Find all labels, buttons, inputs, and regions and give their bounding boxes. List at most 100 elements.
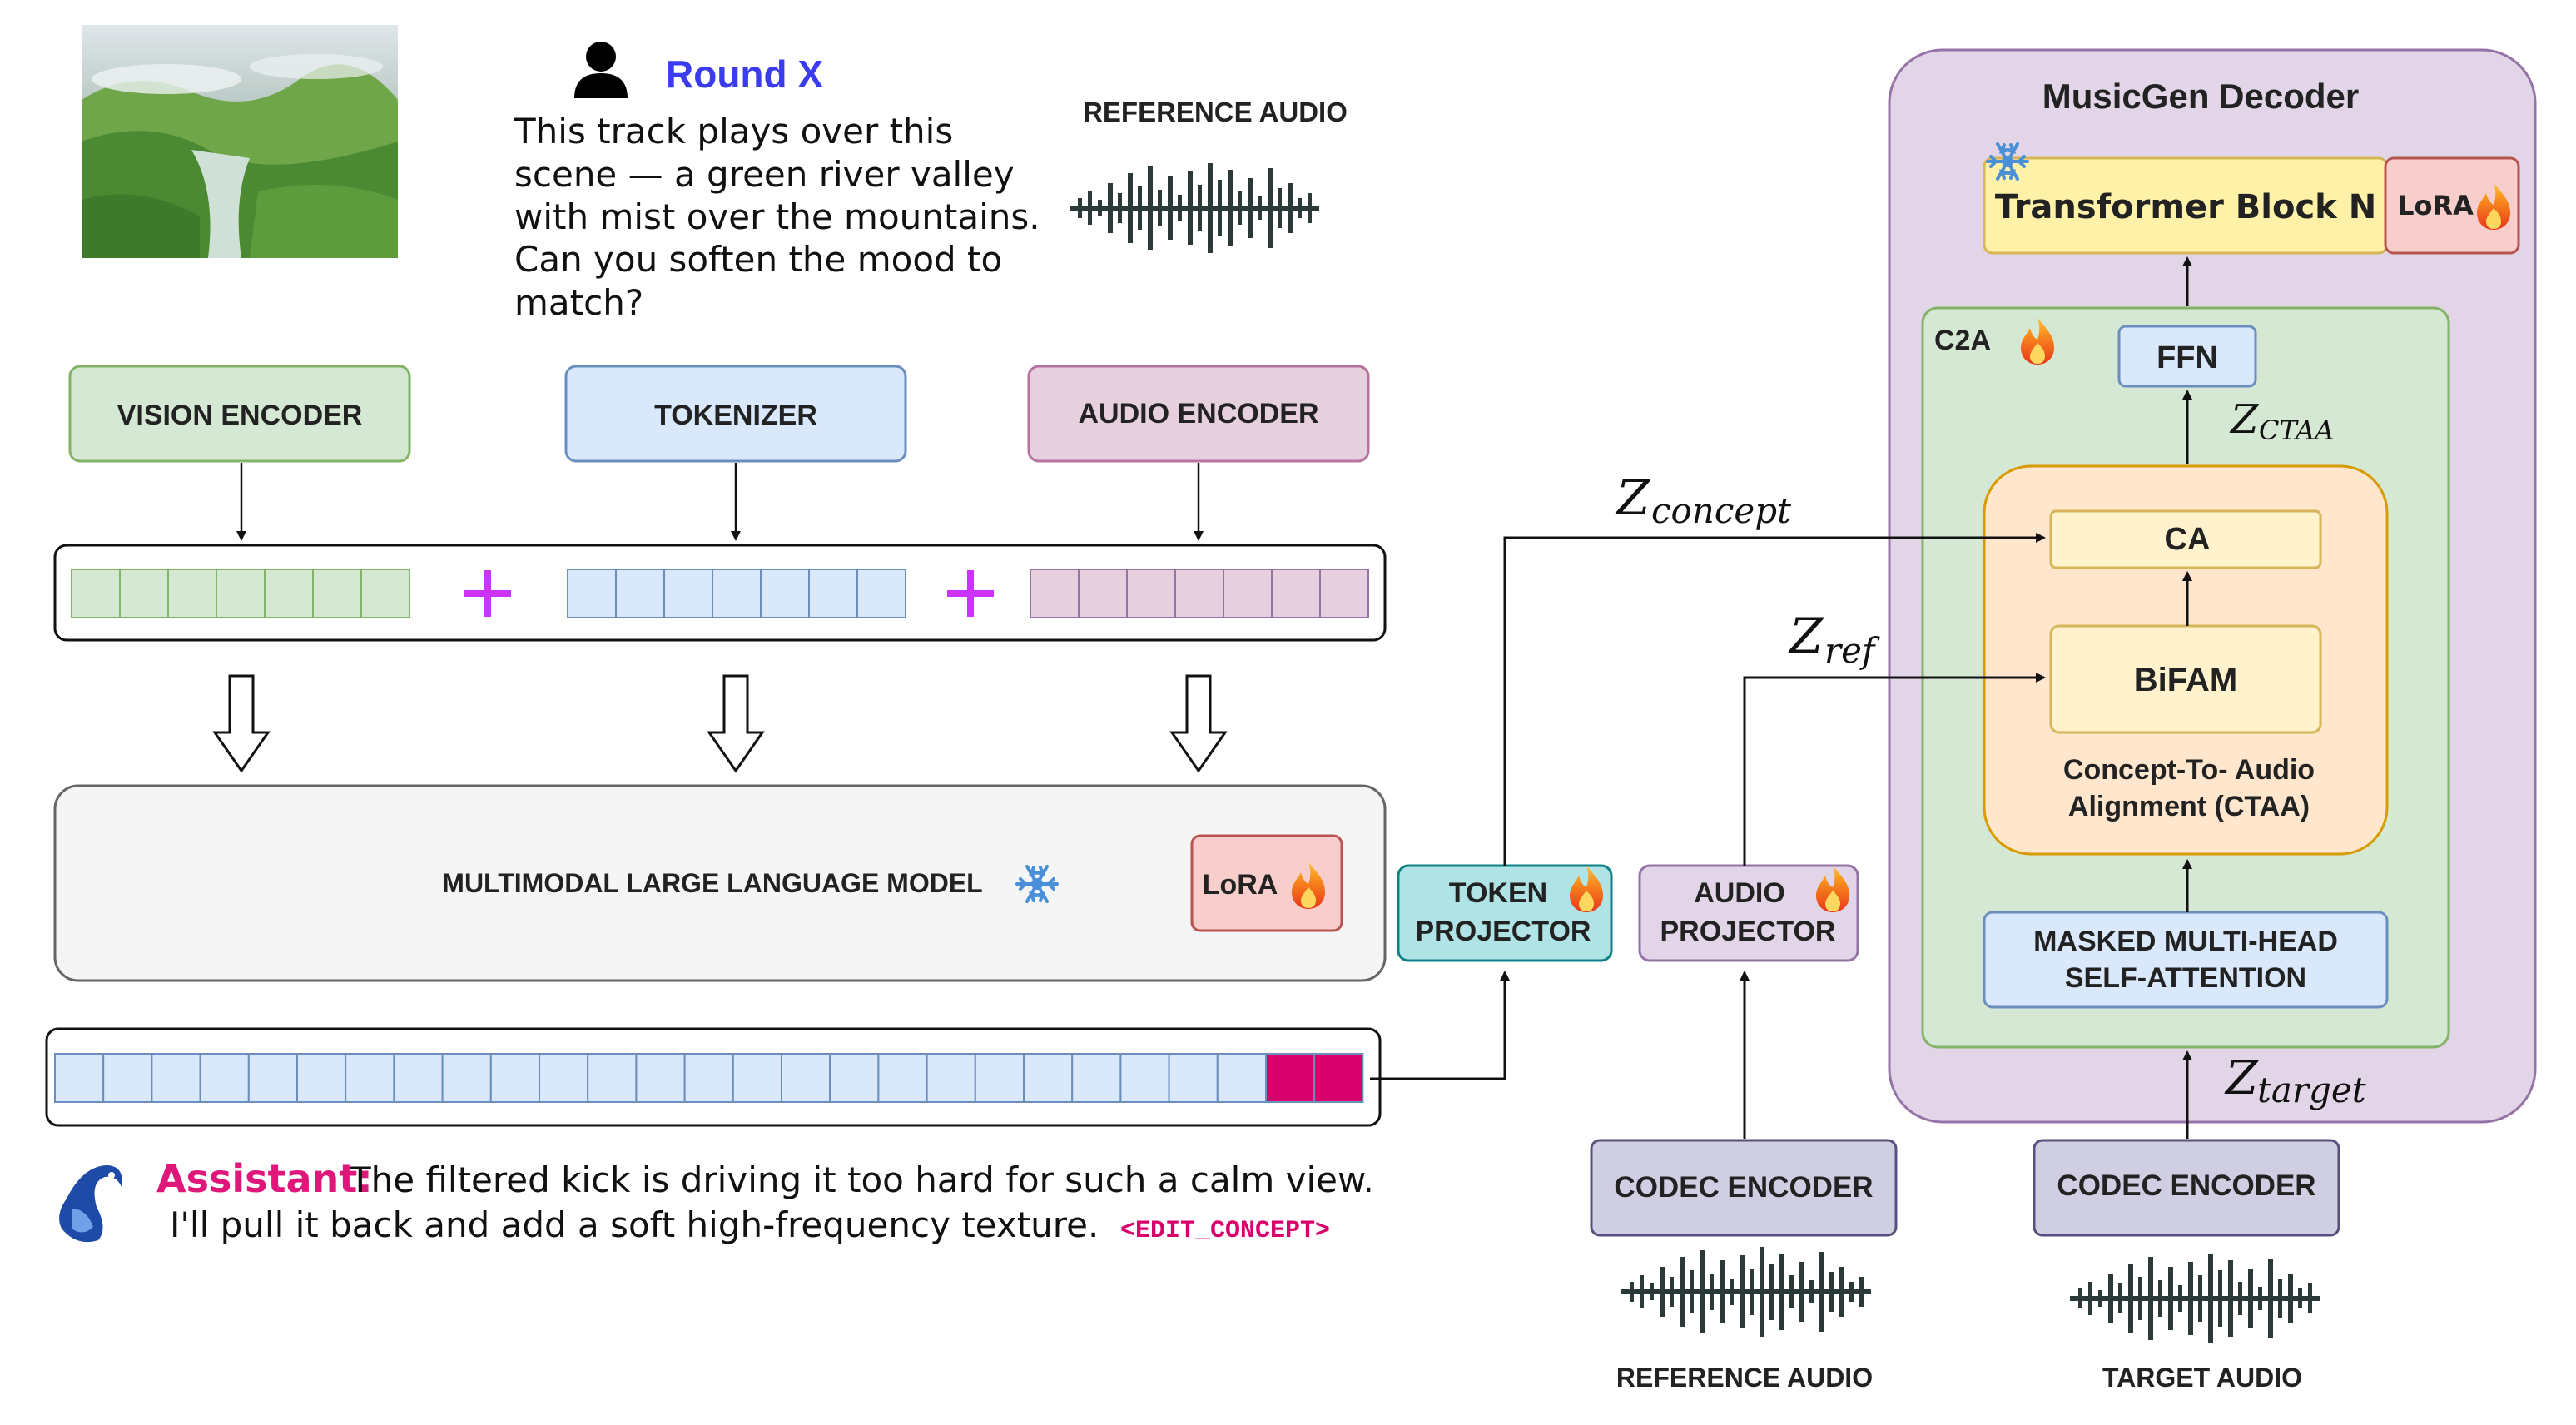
token-cell <box>264 569 314 618</box>
token-cell <box>587 1053 638 1103</box>
token-cell <box>102 1053 153 1103</box>
ctaa-label: Concept-To- Audio <box>2063 754 2315 786</box>
token-cell <box>1119 1053 1170 1103</box>
transformer-block-label: Transformer Block N <box>1995 188 2376 226</box>
bifam-block <box>2049 624 2322 734</box>
ca-block <box>2049 509 2322 569</box>
token-cell <box>712 569 762 618</box>
user-prompt-text: This track plays over this scene — a gre… <box>514 111 1040 323</box>
token-cell <box>296 1053 347 1103</box>
token-cell <box>663 569 713 618</box>
token-projector-label: TOKEN <box>1449 877 1547 909</box>
user-prompt-line: match? <box>514 282 643 323</box>
bifam-label: BiFAM <box>2134 662 2237 698</box>
token-cell <box>119 569 169 618</box>
audio-encoder-label: AUDIO ENCODER <box>1078 398 1318 429</box>
masked-mhsa-label: MASKED MULTI-HEAD <box>2033 926 2338 957</box>
hollow-down-arrow <box>1169 674 1228 773</box>
reference-audio-waveform <box>1070 163 1319 253</box>
token-cell <box>489 1053 540 1103</box>
masked-mhsa-label: SELF-ATTENTION <box>2065 962 2306 994</box>
vision-encoder-label: VISION ENCODER <box>117 400 363 431</box>
mllm-lora-label: LoRA <box>1203 869 1278 901</box>
decoder-title: MusicGen Decoder <box>2042 77 2359 116</box>
token-cell <box>151 1053 201 1103</box>
token-projector-label: PROJECTOR <box>1416 916 1591 947</box>
user-prompt-line: scene — a green river valley <box>514 154 1015 195</box>
user-prompt-line: This track plays over this <box>514 111 953 151</box>
token-cell <box>167 569 217 618</box>
audio-projector-label: PROJECTOR <box>1660 916 1836 947</box>
token-cell <box>1126 569 1176 618</box>
user-avatar-icon <box>574 42 628 98</box>
audio-projector-label: AUDIO <box>1694 877 1785 909</box>
scene-image <box>82 25 398 259</box>
round-label: Round X <box>666 52 823 96</box>
text-token-cells <box>567 569 906 618</box>
token-cell <box>1174 569 1224 618</box>
z-concept-label: Z concept <box>1615 469 1791 531</box>
audio-token-cells <box>1030 569 1369 618</box>
token-cell <box>54 1053 105 1103</box>
z-ref-sub: ref <box>1824 630 1880 671</box>
token-cell <box>199 1053 250 1103</box>
token-cell <box>539 1053 589 1103</box>
special-token-cell <box>1265 1053 1316 1103</box>
assistant-swan-icon <box>59 1165 122 1243</box>
assistant-label: Assistant: <box>156 1156 373 1201</box>
token-cell <box>974 1053 1025 1103</box>
audio-encoder <box>1027 365 1370 463</box>
z-ref-label: Z ref <box>1788 608 1880 671</box>
output-token-cells <box>54 1053 1364 1103</box>
token-cell <box>1023 1053 1074 1103</box>
z-ref-base: Z <box>1788 608 1824 664</box>
token-cell <box>312 569 362 618</box>
plus-icon <box>464 570 511 617</box>
z-concept-base: Z <box>1615 469 1651 526</box>
z-target-base: Z <box>2224 1051 2259 1105</box>
token-cell <box>808 569 858 618</box>
mllm-label: MULTIMODAL LARGE LANGUAGE MODEL <box>442 868 982 898</box>
token-cell <box>1030 569 1080 618</box>
token-cell <box>781 1053 831 1103</box>
hollow-down-arrow <box>707 674 765 773</box>
user-prompt-line: Can you soften the mood to <box>514 239 1002 280</box>
plus-icon <box>947 570 994 617</box>
reference-audio-top-label: REFERENCE AUDIO <box>1083 97 1348 127</box>
token-cell <box>1319 569 1369 618</box>
tokenizer-label: TOKENIZER <box>654 400 817 431</box>
ca-label: CA <box>2165 522 2211 557</box>
token-cell <box>760 569 810 618</box>
codec-encoder-target <box>2033 1139 2340 1237</box>
token-cell <box>345 1053 395 1103</box>
z-ctaa-label: Z CTAA <box>2229 396 2334 446</box>
token-cell <box>1078 569 1128 618</box>
special-token-cell <box>1313 1053 1364 1103</box>
target-audio-waveform <box>2070 1254 2320 1343</box>
token-cell <box>732 1053 782 1103</box>
z-concept-sub: concept <box>1651 490 1791 531</box>
audio-projector <box>1638 864 1859 962</box>
token-cell <box>441 1053 492 1103</box>
z-ctaa-sub: CTAA <box>2259 415 2334 446</box>
token-cell <box>615 569 665 618</box>
token-cell <box>635 1053 686 1103</box>
tokenizer <box>564 365 907 463</box>
ffn-block <box>2117 325 2257 388</box>
token-cell <box>1223 569 1273 618</box>
assistant-line-1: The filtered kick is driving it too hard… <box>349 1159 1374 1200</box>
decoder-lora <box>2384 156 2520 255</box>
token-cell <box>1168 1053 1219 1103</box>
mllm-block <box>53 784 1387 982</box>
token-cell <box>829 1053 880 1103</box>
edit-concept-token: <EDIT_CONCEPT> <box>1120 1217 1330 1245</box>
token-cell <box>856 569 906 618</box>
token-cell <box>877 1053 928 1103</box>
token-cell <box>1216 1053 1268 1103</box>
reference-audio-caption: REFERENCE AUDIO <box>1616 1363 1873 1393</box>
reference-audio-waveform <box>1621 1247 1871 1337</box>
token-cell <box>1271 569 1321 618</box>
token-cell <box>247 1053 298 1103</box>
z-target-sub: target <box>2257 1070 2366 1110</box>
